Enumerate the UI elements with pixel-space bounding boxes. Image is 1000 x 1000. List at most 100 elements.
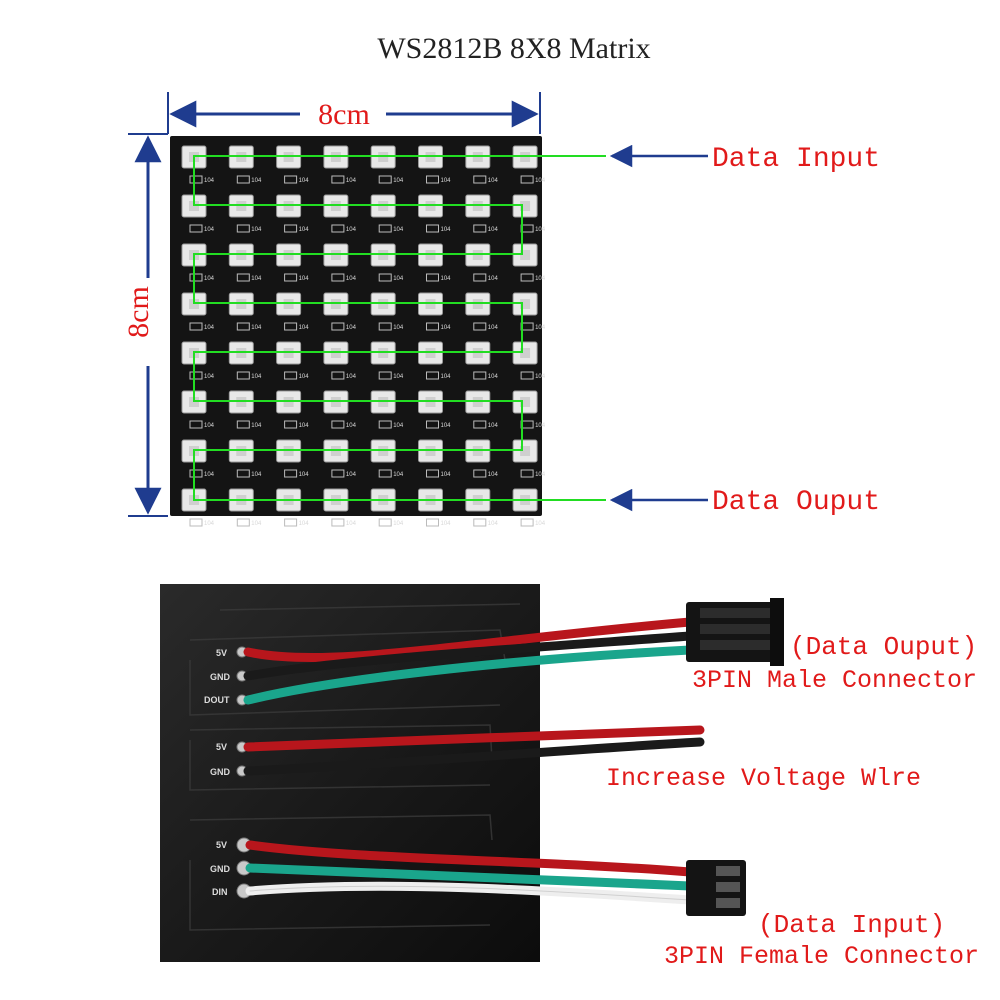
silk-code-label: 104 (299, 325, 310, 331)
silk-code-label: 104 (346, 325, 357, 331)
data-input-callout: Data Input (609, 144, 880, 175)
silk-code-label: 104 (299, 276, 310, 282)
silk-code-label: 104 (346, 472, 357, 478)
silk-code-label: 104 (441, 178, 452, 184)
led-matrix-panel: 104 104 104 104 104 104 104 104 104 104 104 104 104 1… (170, 136, 606, 527)
silk-code-label: 104 (488, 276, 499, 282)
page-title: WS2812B 8X8 Matrix (377, 32, 650, 65)
silk-code-label: 104 (441, 374, 452, 380)
capacitor-pad (520, 273, 534, 282)
capacitor-pad (331, 175, 345, 184)
capacitor-pad (189, 224, 203, 233)
led-core (520, 250, 531, 260)
capacitor-pad (189, 273, 203, 282)
silk-code-label: 104 (535, 227, 546, 233)
data-path-line (193, 155, 606, 501)
silk-code-label: 104 (488, 178, 499, 184)
silk-code-label: 104 (251, 325, 262, 331)
capacitor-pad (426, 322, 439, 331)
capacitor-pad (189, 175, 203, 184)
silk-code-label: 104 (251, 374, 262, 380)
silk-code-label: 104 (393, 178, 404, 184)
capacitor-pad (426, 469, 439, 478)
silk-code-label: 104 (346, 276, 357, 282)
capacitor-pad (284, 420, 298, 429)
capacitor-pad (426, 224, 439, 233)
capacitor-pad (378, 420, 392, 429)
capacitor-pad (473, 175, 487, 184)
silk-code-label: 104 (299, 178, 310, 184)
silk-code-label: 104 (393, 374, 404, 380)
capacitor-pad (473, 371, 487, 380)
silk-code-label: 104 (393, 227, 404, 233)
voltage-wires (243, 725, 705, 776)
led-core (520, 201, 531, 211)
data-output-label: Data Ouput (712, 487, 880, 518)
silk-code-label: 104 (488, 227, 499, 233)
capacitor-pad (473, 273, 487, 282)
capacitor-pad (284, 224, 298, 233)
data-input-label: Data Input (712, 144, 880, 175)
capacitor-pad (426, 371, 439, 380)
capacitor-pad (331, 371, 345, 380)
silk-code-label: 104 (535, 178, 546, 184)
silk-code-label: 104 (204, 178, 215, 184)
male-connector-wires (243, 617, 695, 705)
capacitor-pad (378, 469, 392, 478)
capacitor-pad (378, 273, 392, 282)
capacitor-pad (331, 518, 345, 527)
pin-label-5v-top: 5V (216, 648, 227, 658)
led-core (520, 348, 531, 358)
silk-code-label: 104 (251, 521, 262, 527)
silk-code-label: 104 (204, 227, 215, 233)
capacitor-pad (473, 469, 487, 478)
capacitor-pad (236, 224, 250, 233)
silk-code-label: 104 (346, 521, 357, 527)
silk-code-label: 104 (393, 276, 404, 282)
led-core (520, 299, 531, 309)
capacitor-pad (189, 518, 203, 527)
capacitor-pad (426, 518, 439, 527)
capacitor-pad (284, 273, 298, 282)
led-core (520, 446, 531, 456)
silk-code-label: 104 (488, 472, 499, 478)
width-dimension: 8cm (167, 92, 541, 134)
silk-code-label: 104 (204, 276, 215, 282)
female-connector-label-line1: (Data Input) (758, 910, 945, 940)
silk-code-label: 104 (251, 227, 262, 233)
capacitor-pad (378, 371, 392, 380)
capacitor-pad (189, 371, 203, 380)
capacitor-pad (378, 224, 392, 233)
pin-label-din: DIN (212, 887, 228, 897)
silk-code-label: 104 (346, 423, 357, 429)
matrix-board (170, 136, 542, 516)
silk-code-label: 104 (535, 521, 546, 527)
data-output-callout: Data Ouput (609, 487, 880, 518)
silk-code-label: 104 (393, 472, 404, 478)
silk-code-label: 104 (441, 521, 452, 527)
capacitor-pad (520, 371, 534, 380)
height-label: 8cm (122, 286, 155, 338)
silk-code-label: 104 (299, 521, 310, 527)
silk-code-label: 104 (441, 325, 452, 331)
silk-code-label: 104 (204, 521, 215, 527)
silk-code-label: 104 (251, 178, 262, 184)
capacitor-pad (331, 420, 345, 429)
silk-code-label: 104 (299, 374, 310, 380)
capacitor-pad (236, 322, 250, 331)
silk-code-label: 104 (535, 472, 546, 478)
silk-code-label: 104 (393, 423, 404, 429)
male-connector (686, 598, 784, 666)
silk-code-label: 104 (488, 374, 499, 380)
silk-code-label: 104 (535, 325, 546, 331)
capacitor-pad (189, 420, 203, 429)
female-connector-wires (245, 840, 695, 905)
silk-code-label: 104 (346, 374, 357, 380)
silk-code-label: 104 (488, 423, 499, 429)
board-back-panel: 5V GND DOUT 5V GND 5V GND DIN (160, 584, 540, 962)
capacitor-pad (189, 469, 203, 478)
silk-code-label: 104 (251, 276, 262, 282)
silk-code-label: 104 (393, 325, 404, 331)
capacitor-pad (284, 469, 298, 478)
led-grid: 104 104 104 104 104 104 104 104 104 104 104 104 104 1… (181, 145, 546, 527)
